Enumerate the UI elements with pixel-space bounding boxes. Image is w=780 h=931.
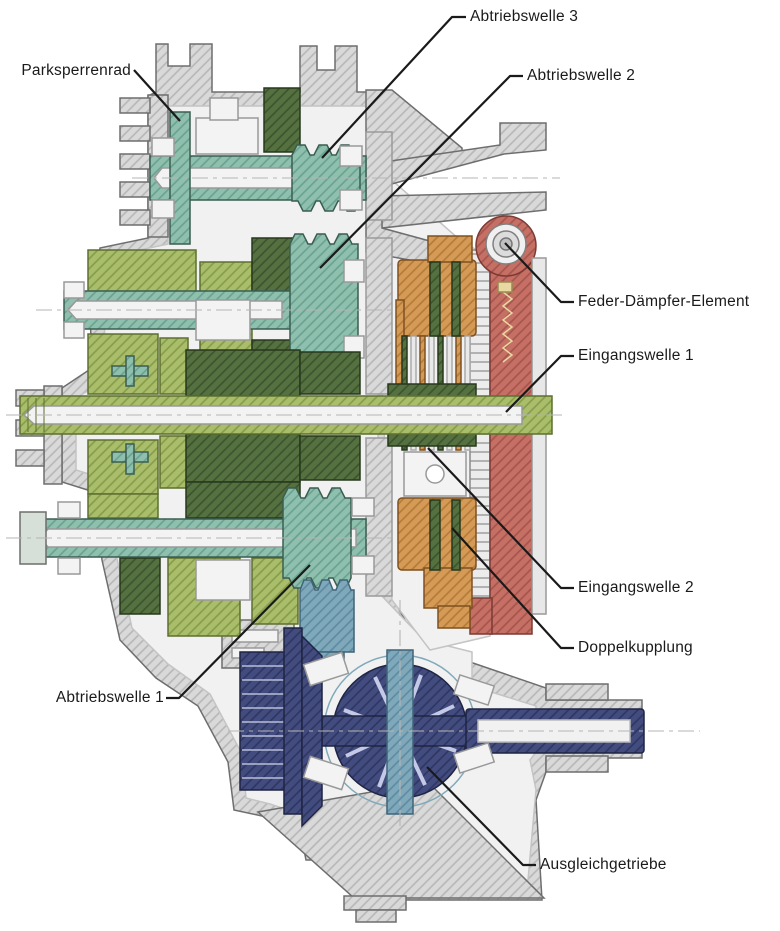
mount-arm-upper — [384, 123, 546, 186]
label-abtriebswelle-2: Abtriebswelle 2 — [527, 67, 636, 84]
axle-shaft — [466, 709, 644, 753]
label-doppelkupplung: Doppelkupplung — [578, 639, 693, 656]
axle-seat — [546, 756, 608, 772]
flywheel-damper — [470, 216, 546, 634]
cover-plate — [532, 258, 546, 614]
label-ausgleichgetriebe: Ausgleichgetriebe — [540, 856, 667, 873]
label-abtriebswelle-1: Abtriebswelle 1 — [55, 689, 164, 706]
final-drive-pinion — [300, 580, 354, 652]
label-lines — [133, 15, 574, 867]
label-abtriebswelle-3: Abtriebswelle 3 — [470, 8, 579, 25]
label-eingangswelle-2: Eingangswelle 2 — [578, 579, 694, 596]
bearing-wall — [366, 238, 392, 394]
bearing-wall — [366, 132, 392, 220]
cushion-spring — [503, 292, 512, 362]
input-shaft-gear-wheels — [88, 334, 360, 518]
input-shaft-2-sleeve — [388, 433, 476, 446]
label-parksperrenrad: Parksperrenrad — [21, 62, 131, 79]
label-feder-daempfer-element: Feder-Dämpfer-Element — [578, 293, 750, 310]
taper-bearings — [304, 652, 495, 789]
label-eingangswelle-1: Eingangswelle 1 — [578, 347, 694, 364]
output-shaft-1 — [20, 488, 374, 636]
centerlines — [6, 177, 700, 830]
input-shaft-2-sleeve — [388, 384, 476, 397]
axle-seat — [546, 684, 608, 700]
bottom-mount — [344, 896, 406, 910]
bottom-mount — [356, 910, 396, 922]
